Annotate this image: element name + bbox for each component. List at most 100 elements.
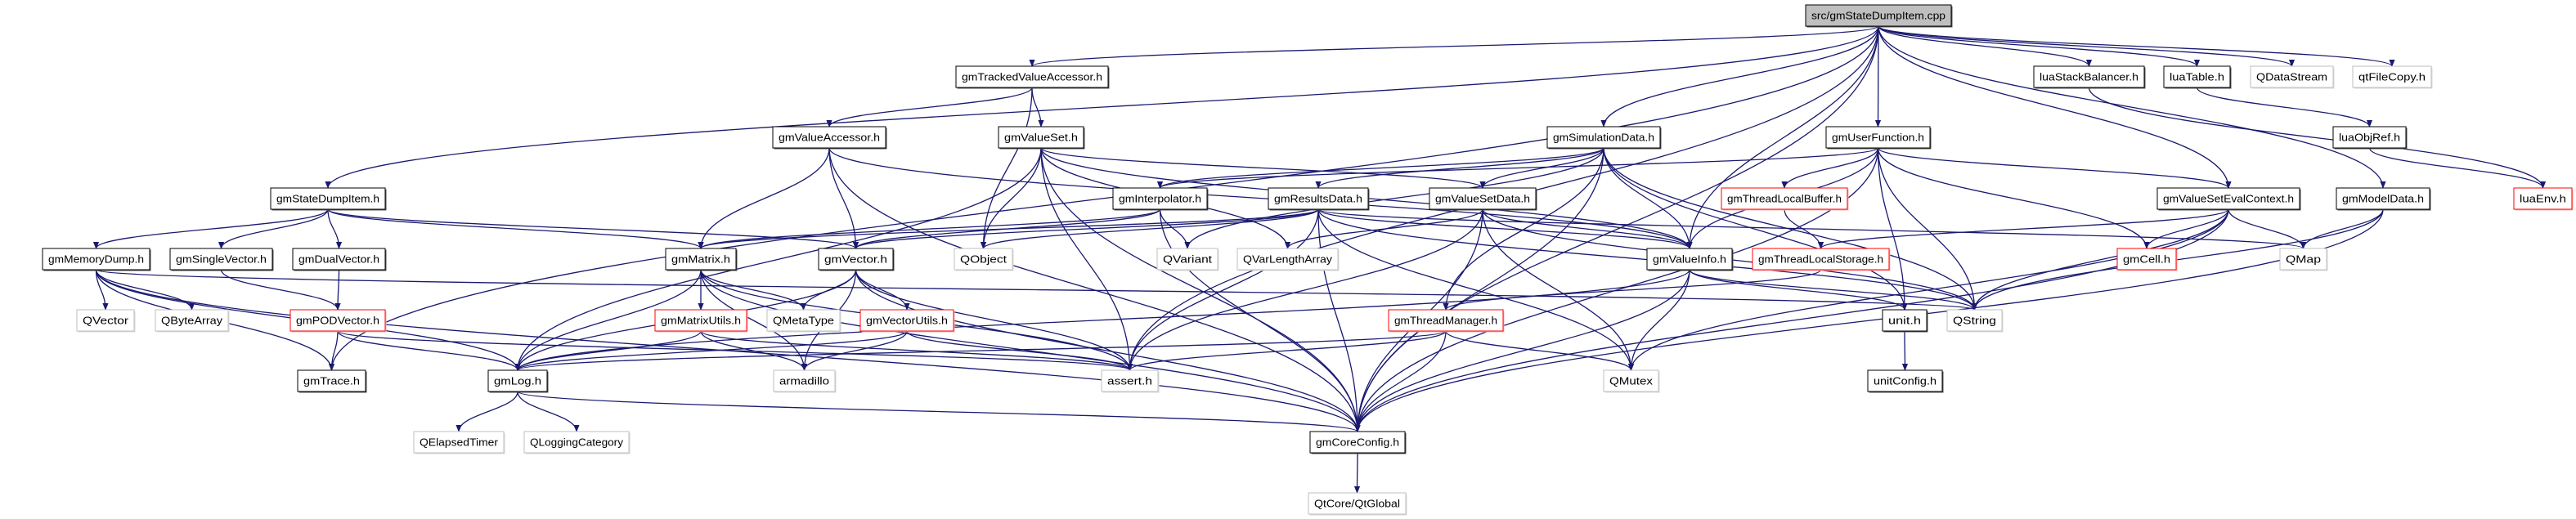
- node-gmvectorutils-h[interactable]: gmVectorUtils.h: [859, 309, 955, 333]
- node-luatable-h[interactable]: luaTable.h: [2163, 65, 2232, 89]
- node-src-gmstatedumpitem-cpp[interactable]: src/gmStateDumpItem.cpp: [1805, 4, 1953, 28]
- edge-gmsimulationdata-h-to-gmvalueinfo-h: [1603, 147, 1693, 249]
- node-box: [955, 65, 1109, 88]
- node-gmtrackedvalueaccessor-h[interactable]: gmTrackedValueAccessor.h: [955, 65, 1110, 89]
- edge-gmlog-h-to-qloggingcategory: [517, 391, 580, 432]
- node-box: [292, 248, 386, 271]
- node-box: [1867, 369, 1943, 392]
- node-label: gmDualVector.h: [298, 253, 379, 266]
- node-qbytearray: QByteArray: [155, 309, 230, 333]
- node-box: [523, 431, 630, 454]
- edge-gmvalueset-h-to-gmvaluesetdata-h: [1040, 147, 1486, 189]
- edge-gmvaluesetevalcontext-h-to-qstring: [1971, 208, 2229, 311]
- edge-src-gmstatedumpitem-cpp-to-gmstatedumpitem-h: [325, 25, 1879, 189]
- edge-gmstatedumpitem-h-to-gmvector-h: [327, 208, 859, 249]
- node-gminterpolator-h[interactable]: gmInterpolator.h: [1112, 187, 1209, 211]
- edge-gmuserfunction-h-to-gmcell-h: [1877, 147, 2150, 249]
- node-label: luaEnv.h: [2520, 193, 2566, 205]
- node-box: [2336, 187, 2430, 210]
- node-label: QtCore/QtGlobal: [1314, 498, 1400, 510]
- edge-gmvectorutils-h-to-armadillo: [801, 330, 908, 371]
- edge-luastackbalancer-h-to-luaenv-h: [2088, 87, 2547, 189]
- edge-gmresultsdata-h-to-gmvector-h: [853, 208, 1319, 249]
- node-box: [1882, 309, 1928, 332]
- node-luaobjref-h[interactable]: luaObjRef.h: [2332, 126, 2408, 150]
- edge-gmresultsdata-h-to-qobject: [981, 208, 1319, 249]
- node-gmcoreconfig-h[interactable]: gmCoreConfig.h: [1309, 431, 1407, 454]
- node-box: [654, 309, 747, 332]
- node-unit-h[interactable]: unit.h: [1882, 309, 1928, 333]
- node-gmtrace-h[interactable]: gmTrace.h: [297, 369, 367, 393]
- node-box: [2156, 187, 2300, 210]
- edge-gmvaluesetdata-h-to-assert-h: [1126, 208, 1483, 371]
- node-gmmatrixutils-h[interactable]: gmMatrixUtils.h: [654, 309, 748, 333]
- node-gmsimulationdata-h[interactable]: gmSimulationData.h: [1546, 126, 1662, 150]
- node-box: [1646, 248, 1733, 271]
- edge-gmvector-h-to-assert-h: [855, 269, 1133, 371]
- edge-src-gmstatedumpitem-cpp-to-qtfilecopy-h: [1878, 25, 2395, 67]
- edge-gmmatrix-h-to-qmetatype: [700, 269, 807, 311]
- edge-gmvalueset-h-to-gmcoreconfig-h: [1040, 147, 1361, 432]
- node-gmdualvector-h[interactable]: gmDualVector.h: [292, 248, 387, 271]
- node-label: luaTable.h: [2170, 71, 2224, 83]
- node-label: luaStackBalancer.h: [2040, 71, 2138, 83]
- node-gmsinglevector-h[interactable]: gmSingleVector.h: [169, 248, 274, 271]
- node-box: [2250, 65, 2334, 88]
- edge-gmvector-h-to-gmvectorutils-h: [855, 269, 910, 311]
- node-qstring: QString: [1946, 309, 2004, 333]
- node-gmvalueinfo-h[interactable]: gmValueInfo.h: [1646, 248, 1734, 271]
- edge-gmvaluesetdata-h-to-qvarlengtharray: [1284, 208, 1483, 249]
- node-gmvalueaccessor-h[interactable]: gmValueAccessor.h: [772, 126, 887, 150]
- node-label: gmStateDumpItem.h: [276, 193, 379, 205]
- edge-gmsimulationdata-h-to-gminterpolator-h: [1157, 147, 1604, 189]
- node-label: QMap: [2286, 253, 2321, 266]
- node-gmcell-h[interactable]: gmCell.h: [2116, 248, 2178, 271]
- edge-gmthreadmanager-h-to-gmlog-h: [514, 330, 1447, 371]
- node-box: [2116, 248, 2177, 271]
- node-luastackbalancer-h[interactable]: luaStackBalancer.h: [2033, 65, 2146, 89]
- node-gmpodvector-h[interactable]: gmPODVector.h: [289, 309, 387, 333]
- node-label: gmValueSet.h: [1004, 132, 1078, 144]
- node-box: [1805, 4, 1952, 27]
- node-label: gmValueAccessor.h: [779, 132, 880, 144]
- edge-gmvalueinfo-h-to-qstring: [1689, 269, 1978, 311]
- node-box: [766, 309, 841, 332]
- node-gmstatedumpitem-h[interactable]: gmStateDumpItem.h: [270, 187, 387, 211]
- node-label: gmModelData.h: [2342, 193, 2424, 205]
- node-label: gmMatrixUtils.h: [661, 315, 741, 327]
- node-gmthreadlocalstorage-h[interactable]: gmThreadLocalStorage.h: [1752, 248, 1891, 271]
- edge-gmresultsdata-h-to-qmap: [1317, 208, 2306, 249]
- edge-src-gmstatedumpitem-cpp-to-gmuserfunction-h: [1874, 25, 1882, 128]
- node-box: [1546, 126, 1661, 149]
- node-gmmatrix-h[interactable]: gmMatrix.h: [665, 248, 738, 271]
- node-luaenv-h[interactable]: luaEnv.h: [2513, 187, 2574, 211]
- node-gmthreadmanager-h[interactable]: gmThreadManager.h: [1388, 309, 1505, 333]
- node-gmmemorydump-h[interactable]: gmMemoryDump.h: [42, 248, 151, 271]
- edge-gmmodeldata-h-to-qmap: [2300, 208, 2384, 249]
- node-box: [169, 248, 273, 271]
- node-box: [1825, 126, 1931, 149]
- node-gmvalueset-h[interactable]: gmValueSet.h: [998, 126, 1085, 150]
- node-box: [297, 369, 366, 392]
- node-gmthreadlocalbuffer-h[interactable]: gmThreadLocalBuffer.h: [1721, 187, 1849, 211]
- edge-gmresultsdata-h-to-gmvalueinfo-h: [1317, 208, 1693, 249]
- edge-gmlog-h-to-qelapsedtimer: [456, 391, 518, 432]
- node-gmresultsdata-h[interactable]: gmResultsData.h: [1268, 187, 1370, 211]
- edge-gmmatrixutils-h-to-armadillo: [700, 330, 808, 371]
- node-box: [1101, 369, 1159, 392]
- node-gmlog-h[interactable]: gmLog.h: [487, 369, 549, 393]
- edge-src-gmstatedumpitem-cpp-to-gmmodeldata-h: [1878, 25, 2386, 189]
- node-gmvaluesetdata-h[interactable]: gmValueSetData.h: [1429, 187, 1537, 211]
- node-gmvector-h[interactable]: gmVector.h: [818, 248, 895, 271]
- node-box: [1156, 248, 1218, 271]
- edge-gmthreadmanager-h-to-gmcoreconfig-h: [1354, 330, 1447, 432]
- node-gmmodeldata-h[interactable]: gmModelData.h: [2336, 187, 2431, 211]
- node-unitconfig-h[interactable]: unitConfig.h: [1867, 369, 1944, 393]
- node-gmvaluesetevalcontext-h[interactable]: gmValueSetEvalContext.h: [2156, 187, 2301, 211]
- edge-gmuserfunction-h-to-gmthreadlocalbuffer-h: [1781, 147, 1879, 189]
- node-label: QVarLengthArray: [1243, 253, 1333, 266]
- edge-gmresultsdata-h-to-gmmatrix-h: [698, 208, 1319, 249]
- node-qloggingcategory: QLoggingCategory: [523, 431, 631, 454]
- node-gmuserfunction-h[interactable]: gmUserFunction.h: [1825, 126, 1932, 150]
